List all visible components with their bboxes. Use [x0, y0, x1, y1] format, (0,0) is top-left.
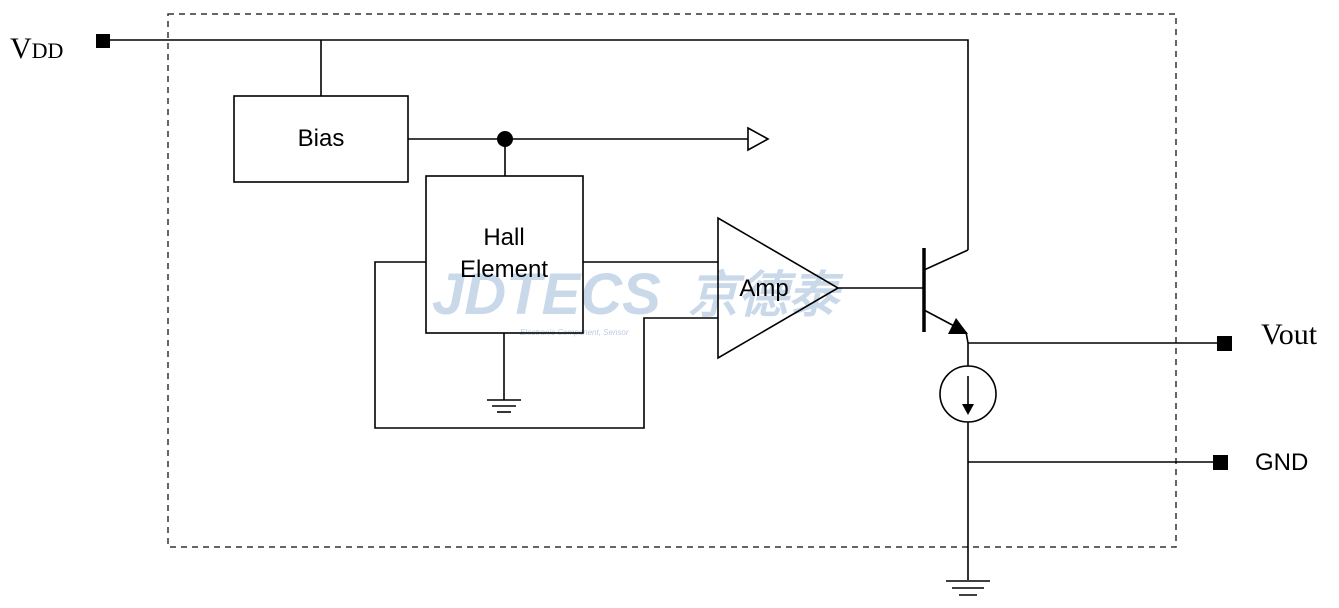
hall-ground-symbol — [487, 333, 521, 413]
vdd-label: VDD — [10, 32, 63, 65]
watermark-brand: JDTECS — [432, 262, 661, 327]
hall-element-block — [425, 175, 584, 334]
hall-label-line1: Hall — [483, 224, 524, 251]
npn-transistor — [922, 248, 969, 334]
hall-feedback-loop-wire — [374, 261, 718, 429]
gnd-label: GND — [1255, 449, 1308, 476]
amp-block — [717, 216, 840, 360]
vout-pin-square — [1217, 336, 1232, 351]
hall-label-line2: Element — [460, 256, 548, 283]
vdd-pin-square — [96, 34, 110, 48]
bottom-ground-symbol — [946, 580, 990, 596]
emitter-arrow — [948, 318, 968, 334]
bias-label: Bias — [298, 125, 345, 152]
amp-label: Amp — [739, 275, 788, 302]
current-source — [939, 365, 997, 423]
vout-label: Vout — [1261, 318, 1318, 351]
chip-boundary — [167, 13, 1177, 548]
bias-block — [233, 95, 409, 183]
gnd-pin-square — [1213, 455, 1228, 470]
bias-output-arrow — [747, 126, 770, 152]
emitter-wire — [965, 331, 969, 366]
vdd-rail — [110, 39, 969, 250]
